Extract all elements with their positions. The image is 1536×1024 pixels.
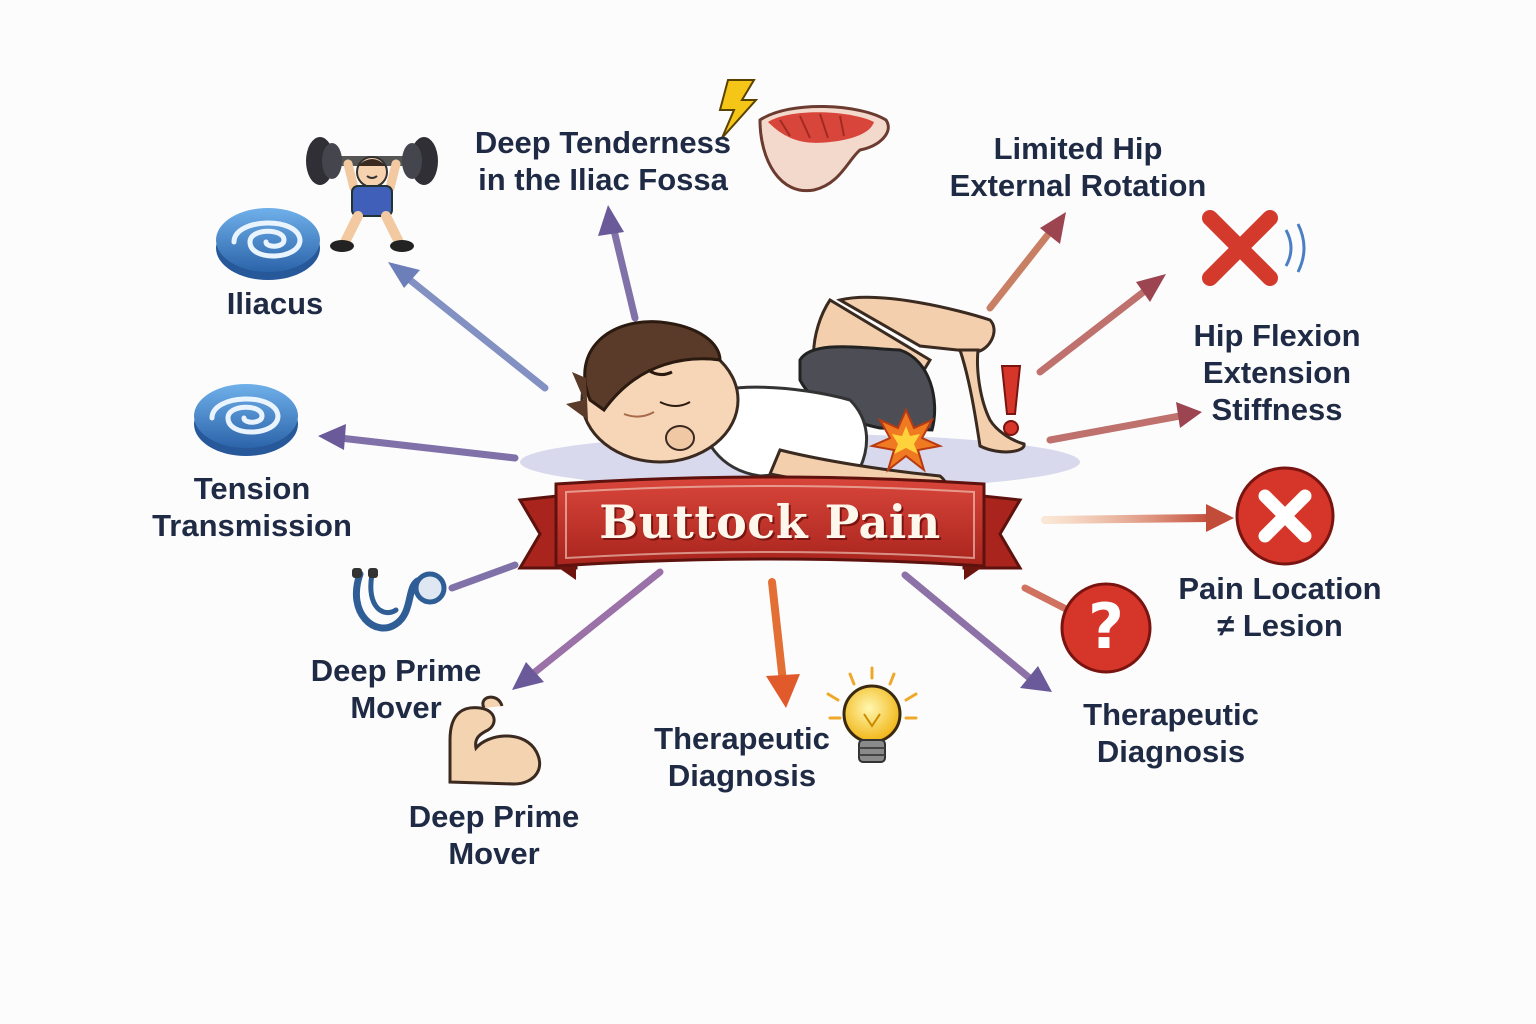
exclamation-icon — [1000, 365, 1022, 436]
label-iliacus: Iliacus — [226, 286, 324, 321]
arrow-to-therapeutic-2 — [901, 571, 1052, 692]
x-circle-icon — [1235, 466, 1335, 566]
label-therapeutic-2: Therapeutic Diagnosis — [1083, 697, 1259, 769]
label-limited-hip: Limited Hip External Rotation — [949, 131, 1207, 203]
lightning-icon — [718, 79, 759, 139]
arrow-to-x-circle — [1041, 504, 1234, 532]
flexed-arm-icon — [448, 695, 541, 786]
arrow-to-question — [1021, 584, 1072, 614]
weightlifter-icon — [306, 137, 438, 252]
arrow-to-x-mark — [1036, 274, 1166, 376]
lightbulb-icon — [826, 666, 918, 763]
x-mark-icon — [1202, 210, 1306, 286]
label-hip-flexion: Hip Flexion Extension Stiffness — [1193, 318, 1361, 427]
title-banner — [517, 475, 1023, 580]
arrow-to-hip-flexion — [1046, 402, 1202, 444]
spiral-tension-icon — [194, 384, 298, 456]
label-tension-transmission: Tension Transmission — [152, 471, 352, 543]
arrow-to-therapeutic-1 — [766, 578, 800, 708]
label-deep-prime-2: Deep Prime Mover — [408, 799, 580, 871]
arrow-to-tension — [318, 424, 519, 462]
pain-burst-icon — [868, 407, 944, 473]
person-lying-icon — [566, 295, 1026, 496]
page-title: Buttock Pain — [599, 495, 941, 549]
muscle-tissue-icon — [758, 105, 890, 193]
label-therapeutic-1: Therapeutic Diagnosis — [654, 721, 830, 793]
stethoscope-icon — [352, 568, 447, 632]
arrow-to-deep-prime — [512, 568, 664, 690]
arrow-to-weightlifter — [388, 262, 549, 392]
arrow-to-stethoscope — [448, 561, 519, 592]
arrow-to-deep-tenderness — [598, 205, 639, 322]
spiral-muscle-icon — [216, 208, 320, 280]
arrow-to-limited-hip — [986, 212, 1066, 312]
label-deep-prime-1: Deep Prime Mover — [310, 653, 482, 725]
label-pain-location: Pain Location ≠ Lesion — [1178, 571, 1382, 643]
svg-text:?: ? — [1088, 590, 1124, 663]
label-deep-tenderness: Deep Tenderness in the Iliac Fossa — [474, 125, 732, 197]
question-mark-icon: ? — [1060, 582, 1152, 674]
